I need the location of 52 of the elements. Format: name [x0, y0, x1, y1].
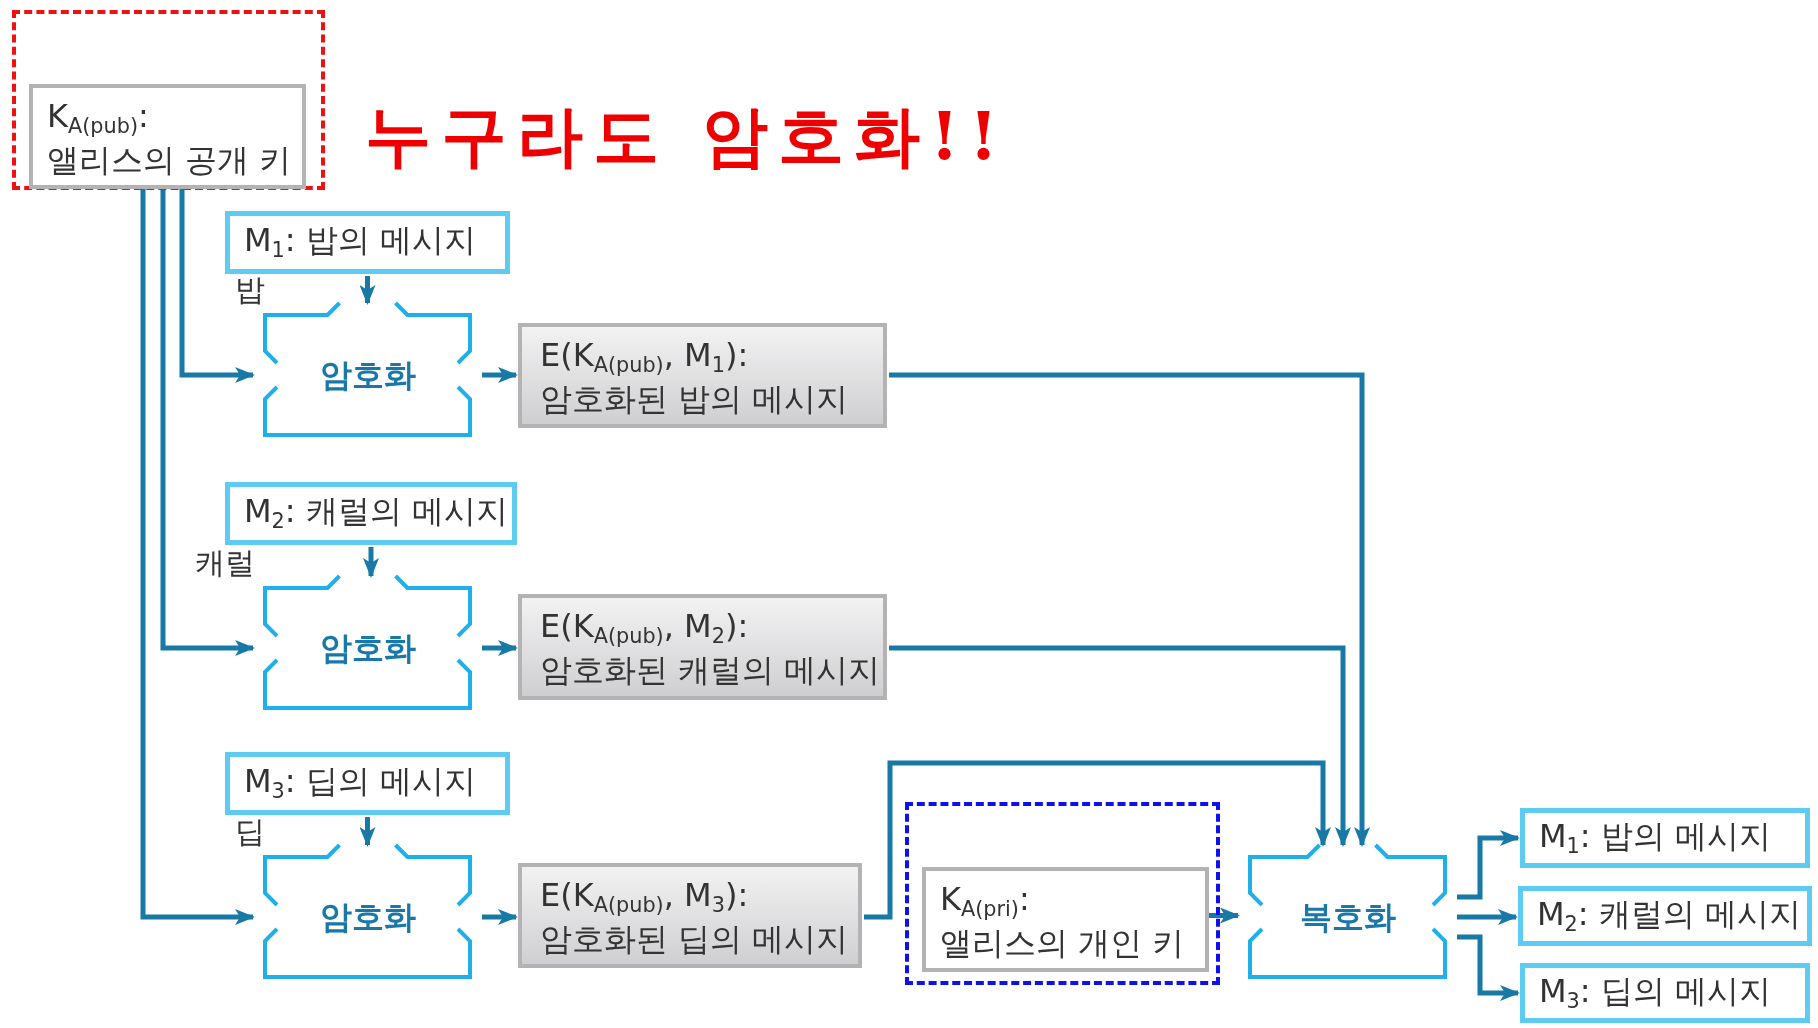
- sender-label: 밥: [235, 271, 265, 309]
- message-box: [225, 211, 510, 274]
- box-text: K$_{A(pri)}$:: [940, 879, 1031, 924]
- arrow: [1457, 909, 1518, 925]
- key-box: [922, 867, 1209, 972]
- arrow: [889, 372, 1370, 847]
- arrow: [359, 817, 376, 847]
- arrow: [482, 909, 518, 925]
- ciphertext-box: [518, 594, 887, 700]
- arrow: [1457, 934, 1520, 1001]
- message-box: [225, 482, 517, 545]
- process-label: 복호화: [1298, 897, 1397, 937]
- box-text: 암호화된 딥의 메시지: [540, 919, 850, 960]
- box-text: M$_{1}$: 밥의 메시지: [244, 220, 476, 265]
- arrow: [140, 187, 255, 925]
- box-text: E(K$_{A(pub)}$, M$_{1}$):: [540, 335, 750, 380]
- box-text: 앨리스의 개인 키: [940, 923, 1186, 964]
- process-label: 암호화: [318, 897, 417, 937]
- arrow: [889, 645, 1351, 847]
- process-label: 암호화: [318, 355, 417, 395]
- box-text: M$_{2}$: 캐럴의 메시지: [244, 491, 508, 536]
- box-text: 암호화된 캐럴의 메시지: [540, 650, 882, 691]
- highlight-frame: [905, 802, 1220, 985]
- sender-label: 캐럴: [195, 544, 255, 582]
- ciphertext-box: [518, 863, 862, 968]
- box-text: M$_{3}$: 딥의 메시지: [1539, 970, 1771, 1016]
- process-label: 암호화: [318, 628, 417, 668]
- arrow: [359, 276, 376, 305]
- arrow: [363, 547, 379, 578]
- box-text: M$_{1}$: 밥의 메시지: [1539, 815, 1771, 861]
- arrow: [179, 187, 255, 383]
- message-box: [1520, 963, 1810, 1023]
- box-text: K$_{A(pub)}$:: [47, 96, 150, 141]
- highlight-frame: [12, 10, 325, 190]
- message-box: [225, 752, 510, 815]
- sender-label: 딥: [235, 813, 265, 851]
- arrow: [864, 760, 1331, 920]
- ciphertext-box: [518, 323, 887, 428]
- box-text: M$_{2}$: 캐럴의 메시지: [1537, 893, 1801, 939]
- annotation-text: 누구라도 암호화!!: [365, 96, 1008, 177]
- arrow: [482, 367, 518, 383]
- arrow: [160, 187, 255, 656]
- message-box: [1518, 886, 1812, 946]
- box-text: 암호화된 밥의 메시지: [540, 379, 850, 420]
- arrow: [482, 640, 518, 656]
- box-text: M$_{3}$: 딥의 메시지: [244, 761, 476, 806]
- box-text: E(K$_{A(pub)}$, M$_{2}$):: [540, 606, 750, 651]
- arrow: [1457, 830, 1520, 900]
- box-text: E(K$_{A(pub)}$, M$_{3}$):: [540, 875, 750, 920]
- message-box: [1520, 808, 1810, 868]
- box-text: 앨리스의 공개 키: [47, 140, 293, 181]
- key-box: [29, 84, 306, 189]
